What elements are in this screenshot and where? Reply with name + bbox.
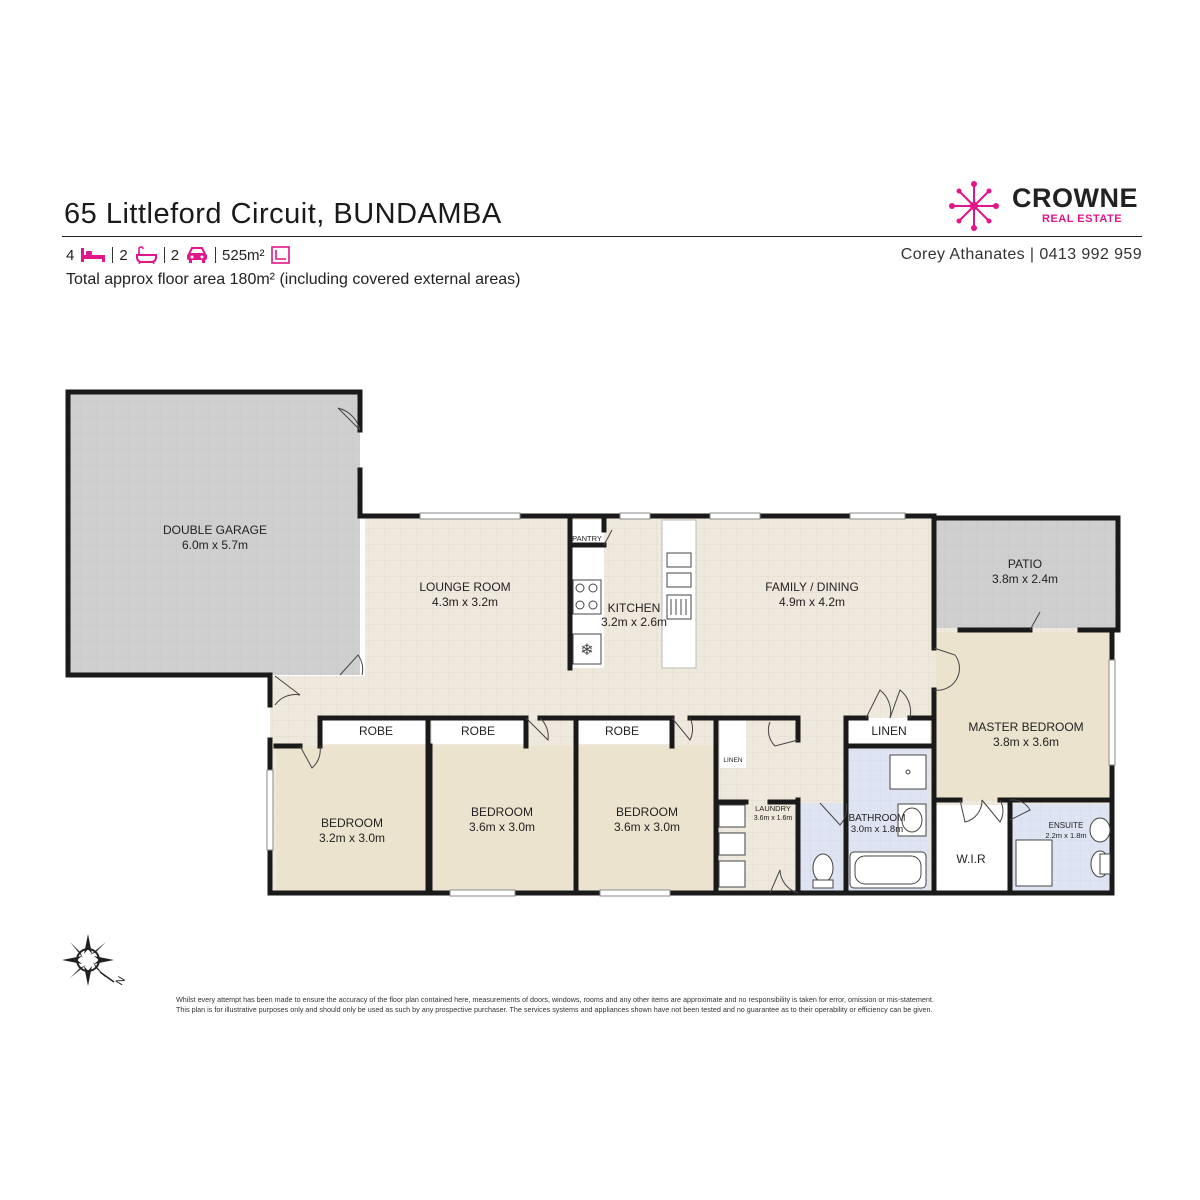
compass-north-label: N <box>114 975 128 988</box>
patio-name: PATIO <box>1008 557 1042 571</box>
linen-hall-name: LINEN <box>871 724 906 738</box>
fridge-snowflake-icon: ❄ <box>580 642 593 659</box>
brand-logo: CROWNE REAL ESTATE <box>948 180 1148 232</box>
land-icon <box>270 246 290 264</box>
stat-separator <box>163 247 165 263</box>
bathroom-size: 3.0m x 1.8m <box>851 824 903 835</box>
agent-contact: Corey Athanates | 0413 992 959 <box>900 246 1142 263</box>
wir-name: W.I.R <box>956 852 986 866</box>
brand-subtitle: REAL ESTATE <box>1042 213 1123 225</box>
bathroom-fixtures <box>718 754 1111 889</box>
cooktop-burner <box>588 583 598 593</box>
room-labels: DOUBLE GARAGE 6.0m x 5.7m LOUNGE ROOM 4.… <box>163 523 1087 866</box>
doors <box>274 407 1041 894</box>
bedroom-1-name: BEDROOM <box>321 816 383 830</box>
garage-name: DOUBLE GARAGE <box>163 523 267 537</box>
beds-count: 4 <box>66 246 75 264</box>
master-size: 3.8m x 3.6m <box>993 735 1059 749</box>
kitchen-fixtures: ❄ <box>572 552 692 665</box>
robe-1-name: ROBE <box>359 724 393 738</box>
stat-separator <box>215 247 217 263</box>
ensuite-name: ENSUITE <box>1049 821 1084 830</box>
bedroom-3-name: BEDROOM <box>616 805 678 819</box>
disclaimer-line-2: This plan is for illustrative purposes o… <box>176 1004 933 1014</box>
floor-fills <box>68 392 1118 893</box>
master-name: MASTER BEDROOM <box>968 720 1083 734</box>
family-size: 4.9m x 4.2m <box>779 595 845 609</box>
disclaimer: Whilst every attempt has been made to en… <box>176 995 1056 1014</box>
bedroom-2-size: 3.6m x 3.0m <box>469 820 535 834</box>
laundry-size: 3.6m x 1.6m <box>754 815 793 822</box>
windows <box>266 512 1116 897</box>
bath-icon <box>135 246 157 264</box>
stat-separator <box>112 247 114 263</box>
laundry-name: LAUNDRY <box>755 804 791 813</box>
bedroom-2-name: BEDROOM <box>471 805 533 819</box>
pantry-name: PANTRY <box>572 534 602 543</box>
starburst-icon <box>949 181 999 231</box>
family-name: FAMILY / DINING <box>765 580 859 594</box>
baths-count: 2 <box>119 246 128 264</box>
cars-count: 2 <box>170 246 180 264</box>
header-rule <box>62 236 1142 237</box>
compass-icon: N <box>62 934 128 988</box>
bedroom-1-size: 3.2m x 3.0m <box>319 831 385 845</box>
ensuite-size: 2.2m x 1.8m <box>1045 831 1086 840</box>
walls <box>65 389 1121 896</box>
linen-laundry-name: LINEN <box>723 757 742 764</box>
property-stats: 4 2 2 525m² <box>66 244 291 266</box>
cooktop-burner <box>588 600 598 610</box>
car-icon <box>187 247 208 263</box>
bathroom-name: BATHROOM <box>848 813 905 824</box>
kitchen-name: KITCHEN <box>608 601 661 615</box>
disclaimer-line-1: Whilst every attempt has been made to en… <box>176 995 934 1004</box>
floor-area-note: Total approx floor area 180m² (including… <box>66 271 521 288</box>
robe-2-name: ROBE <box>461 724 495 738</box>
brand-name: CROWNE <box>1012 183 1138 213</box>
cooktop-burner <box>575 600 585 610</box>
lounge-name: LOUNGE ROOM <box>419 580 510 594</box>
kitchen-size: 3.2m x 2.6m <box>601 615 667 629</box>
bed-icon <box>81 248 106 262</box>
lounge-size: 4.3m x 3.2m <box>432 595 498 609</box>
cooktop-burner <box>575 583 585 593</box>
patio-size: 3.8m x 2.4m <box>992 572 1058 586</box>
garage-size: 6.0m x 5.7m <box>182 538 248 552</box>
property-address: 65 Littleford Circuit, BUNDAMBA <box>64 198 502 230</box>
robe-3-name: ROBE <box>605 724 639 738</box>
bedroom-3-size: 3.6m x 3.0m <box>614 820 680 834</box>
land-size: 525m² <box>222 246 265 264</box>
